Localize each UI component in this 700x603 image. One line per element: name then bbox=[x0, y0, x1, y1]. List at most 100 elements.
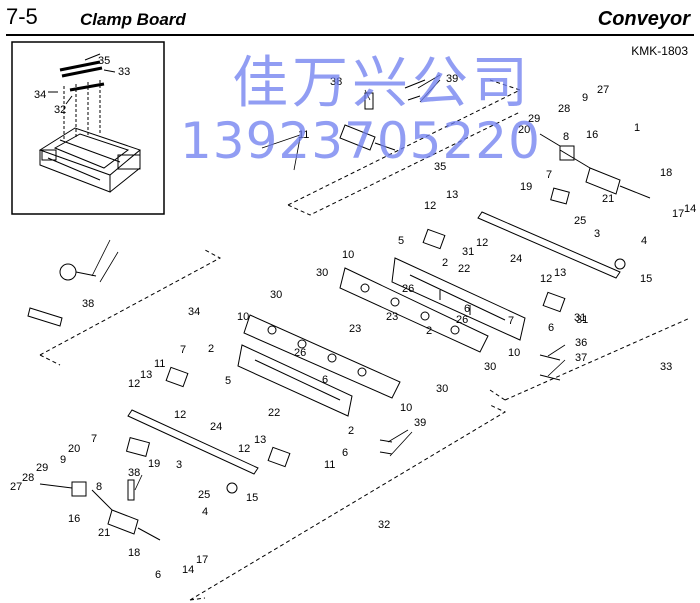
callout: 2 bbox=[442, 257, 448, 269]
callout: 31 bbox=[574, 312, 586, 324]
callout: 31 bbox=[462, 246, 474, 258]
callout: 25 bbox=[574, 215, 586, 227]
callout: 7 bbox=[91, 433, 97, 445]
callout: 28 bbox=[558, 103, 570, 115]
callout: 22 bbox=[458, 263, 470, 275]
inset-callouts: 35 33 34 32 bbox=[34, 55, 130, 116]
watermark-company-name: 佳万兴公司 bbox=[232, 51, 532, 116]
callout: 19 bbox=[520, 181, 532, 193]
callout: 38 bbox=[82, 298, 94, 310]
callout: 29 bbox=[528, 113, 540, 125]
callout-inset-34: 34 bbox=[34, 89, 46, 101]
callout: 32 bbox=[378, 519, 390, 531]
callout: 27 bbox=[10, 481, 22, 493]
callout: 17 bbox=[672, 208, 684, 220]
callout: 12 bbox=[174, 409, 186, 421]
callout: 2 bbox=[348, 425, 354, 437]
callout: 37 bbox=[575, 352, 587, 364]
callout: 12 bbox=[238, 443, 250, 455]
callout: 30 bbox=[316, 267, 328, 279]
callout: 6 bbox=[155, 569, 161, 581]
callout: 12 bbox=[540, 273, 552, 285]
callout: 5 bbox=[398, 235, 404, 247]
callout: 5 bbox=[225, 375, 231, 387]
callout: 9 bbox=[582, 92, 588, 104]
callout: 2 bbox=[426, 325, 432, 337]
callout: 6 bbox=[322, 374, 328, 386]
cylinder-upper-left bbox=[339, 124, 376, 151]
clamp-board-23-upper bbox=[339, 267, 489, 353]
main-callouts: 38 39 27 9 28 29 20 8 16 1 11 35 7 19 21… bbox=[10, 73, 696, 581]
inset-machine-drawing bbox=[38, 53, 142, 193]
callout: 11 bbox=[298, 129, 309, 141]
callout: 4 bbox=[641, 235, 647, 247]
callout: 14 bbox=[684, 203, 696, 215]
callout-inset-32: 32 bbox=[54, 104, 66, 116]
header-rule bbox=[6, 34, 694, 36]
callout: 28 bbox=[22, 472, 34, 484]
callout: 30 bbox=[270, 289, 282, 301]
callout: 6 bbox=[548, 322, 554, 334]
callout: 10 bbox=[508, 347, 520, 359]
callout: 35 bbox=[434, 161, 446, 173]
callout: 24 bbox=[510, 253, 522, 265]
callout: 3 bbox=[594, 228, 600, 240]
callout: 17 bbox=[196, 554, 208, 566]
callout: 21 bbox=[98, 527, 110, 539]
callout: 39 bbox=[446, 73, 458, 85]
callout: 30 bbox=[436, 383, 448, 395]
watermark-phone-number: 13923705220 bbox=[180, 112, 541, 170]
section-category: Conveyor bbox=[597, 8, 690, 30]
callout: 1 bbox=[634, 122, 640, 134]
callout: 22 bbox=[268, 407, 280, 419]
model-code: KMK-1803 bbox=[631, 44, 688, 58]
rail-24-upper bbox=[477, 211, 621, 279]
callout-inset-35: 35 bbox=[98, 55, 110, 67]
callout: 16 bbox=[586, 129, 598, 141]
callout: 16 bbox=[68, 513, 80, 525]
callout: 20 bbox=[68, 443, 80, 455]
section-number: 7-5 bbox=[6, 4, 38, 29]
callout: 3 bbox=[176, 459, 182, 471]
callout: 13 bbox=[446, 189, 458, 201]
clamp-board-23-lower bbox=[243, 314, 401, 399]
callout: 27 bbox=[597, 84, 609, 96]
callout: 36 bbox=[575, 337, 587, 349]
callout: 33 bbox=[660, 361, 672, 373]
group-outline-35 bbox=[287, 79, 522, 216]
inset-frame bbox=[11, 41, 165, 215]
callout: 10 bbox=[400, 402, 412, 414]
callout: 4 bbox=[202, 506, 208, 518]
callout: 10 bbox=[342, 249, 354, 261]
callout: 29 bbox=[36, 462, 48, 474]
callout: 14 bbox=[182, 564, 194, 576]
callout: 7 bbox=[180, 344, 186, 356]
callout: 6 bbox=[342, 447, 348, 459]
callout: 15 bbox=[246, 492, 258, 504]
callout: 30 bbox=[484, 361, 496, 373]
callout: 18 bbox=[128, 547, 140, 559]
group-outline-32 bbox=[189, 404, 507, 601]
callout: 39 bbox=[414, 417, 426, 429]
callout: 18 bbox=[660, 167, 672, 179]
callout: 12 bbox=[128, 378, 140, 390]
callout: 11 bbox=[154, 358, 165, 370]
callout: 23 bbox=[349, 323, 361, 335]
callout: 38 bbox=[128, 467, 140, 479]
group-outline-33 bbox=[489, 317, 691, 401]
callout: 7 bbox=[546, 169, 552, 181]
callout: 26 bbox=[294, 347, 306, 359]
callout: 12 bbox=[424, 200, 436, 212]
callout: 8 bbox=[96, 481, 102, 493]
page-header: 7-5 Clamp Board Conveyor bbox=[0, 0, 700, 40]
callout: 15 bbox=[640, 273, 652, 285]
clamp-plate-22-lower bbox=[237, 344, 353, 417]
callout-inset-33: 33 bbox=[118, 66, 130, 78]
callout: 12 bbox=[476, 237, 488, 249]
callout: 8 bbox=[563, 131, 569, 143]
section-title: Clamp Board bbox=[80, 10, 186, 29]
cylinder-21-lower bbox=[107, 509, 139, 535]
callout: 20 bbox=[518, 124, 530, 136]
callout: 23 bbox=[386, 311, 398, 323]
